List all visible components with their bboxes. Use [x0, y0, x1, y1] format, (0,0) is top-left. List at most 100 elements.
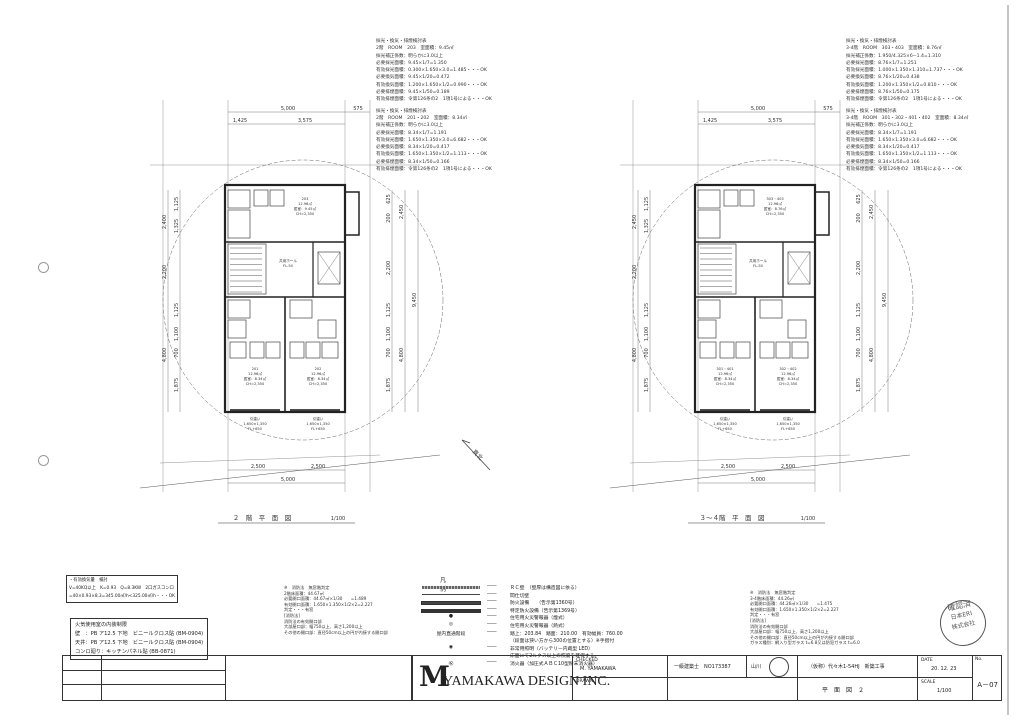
interior-restriction-box: 火気使用室の内装制限 壁 ：PB ア12.5 下地 ビニールクロス貼 (BM-0… — [70, 618, 209, 660]
dimension-label: 1,425 — [703, 118, 717, 124]
legend-text: 消火器（加圧式ＡＢＣ10型粉末消火器） — [510, 662, 598, 667]
fixture — [759, 299, 783, 319]
calc-line: 採光補正係数：明らかに3.0以上 — [376, 123, 444, 129]
plan-scale: 1/100 — [331, 516, 345, 522]
room-label: 12.96㎡ — [298, 201, 312, 206]
fixture — [321, 341, 339, 359]
fire-law-line: 3-4階床面積：44.26㎡ — [750, 595, 794, 601]
fixture — [289, 299, 313, 319]
room-label: 201 — [252, 367, 259, 371]
calc-line: 有効排煙面積：令第126条の2 1項1号による・・・OK — [846, 97, 962, 103]
room-label: 居室：8.34㎡ — [714, 376, 737, 381]
dimension-label: 2,500 — [251, 464, 265, 470]
room-label: 引違い — [313, 416, 324, 421]
room-label: 1,650×1,350 — [306, 422, 330, 426]
shaft — [317, 251, 341, 285]
dimension-label: 2,450 — [632, 215, 638, 229]
north-arrow: 真北 — [461, 439, 491, 471]
legend-text: 非常用照明（バッテリー内蔵型 LED） — [510, 646, 593, 652]
plan-scale: 1/100 — [801, 516, 815, 522]
legend-symbol: 屋内直通階段 — [436, 631, 466, 637]
room-label: FL-50 — [283, 264, 294, 268]
legend-dash: ―― — [487, 599, 497, 605]
dimension-label: 1,875 — [174, 378, 180, 392]
legend-item: （段面は狭い方から300の位置とする）※手摺付 — [420, 637, 700, 645]
room-label: 共用ホール — [279, 258, 297, 263]
dimension-label: 3,575 — [298, 118, 312, 124]
dimension-label: 700 — [644, 348, 650, 358]
dimension-label: 1,125 — [856, 303, 862, 317]
binder-hole — [38, 455, 49, 466]
legend-text: 特定防火設備（告示第1369号） — [510, 608, 580, 614]
fixture — [697, 299, 721, 319]
legend-text: 住宅用火災警報器（煙式） — [510, 616, 568, 622]
calc-line: 有効排煙面積：令第126条の2 1項1号による・・・OK — [846, 167, 962, 173]
room-label: 12.96㎡ — [768, 201, 782, 206]
room-label: 303・403 — [766, 197, 783, 201]
room-label: 居室：9.45㎡ — [294, 206, 317, 211]
calc-line: 必要採光面積：8.34×1/7=1.191 — [846, 130, 917, 136]
calc-line: 必要排煙面積：8.34×1/50=0.166 — [846, 159, 920, 165]
dimension-label: 200 — [386, 213, 392, 223]
project-name: （仮称）代々木1-54HJ 新築工事 — [808, 664, 885, 670]
fire-law-line: 有効開口面積：1.650×1.350×1/2×2=2.227 — [284, 601, 373, 607]
restriction-line: 壁 ：PB ア12.5 下地 ビニールクロス貼 (BM-0904) — [75, 631, 204, 637]
line — [609, 454, 911, 489]
dimension-label: 700 — [386, 348, 392, 358]
dimension-label: 625 — [386, 194, 392, 204]
dimension-label: 1,875 — [644, 378, 650, 392]
room-label: CH=2,350 — [779, 382, 798, 386]
room-label: 居室：8.34㎡ — [777, 376, 800, 381]
dimension-label: 575 — [353, 106, 363, 112]
room-label: 301・401 — [716, 367, 733, 371]
dimension-label: 9,450 — [882, 293, 888, 307]
fire-law-line: 判定・・・有窓 — [284, 607, 314, 613]
fire-law-line: 必要開口面積：44.26㎡×1/30 =1.475 — [750, 601, 833, 607]
ventilation-line: V=40KQ以上 K=0.93 Q=8.3KW 2口ガスコンロ — [69, 586, 174, 591]
calc-line: 有効採光面積：1.650×1.350×3.0=6.682・・・OK — [846, 137, 957, 143]
dimension-label: 3,575 — [768, 118, 782, 124]
dimension-label: 2,450 — [869, 205, 875, 219]
legend-symbol: ◎ — [448, 622, 454, 627]
dimension-label: 625 — [856, 194, 862, 204]
restriction-line: 天井：PB ア12.5 下地 ビニールクロス貼 (BM-0904) — [75, 640, 204, 646]
room-label: 引違い — [250, 416, 261, 421]
legend-item: ◎――住宅用火災警報器（熱式） — [420, 622, 700, 630]
legend-item: ㊗――消火器（加圧式ＡＢＣ10型粉末消火器） — [420, 660, 700, 668]
room-label: 居室：8.34㎡ — [307, 376, 330, 381]
sheet-title: 平 面 図 ２ — [822, 687, 865, 694]
dimension-label: 1,125 — [386, 303, 392, 317]
stair — [697, 243, 737, 295]
fixture — [289, 341, 305, 359]
calc-line: 必要排煙面積：8.34×1/50=0.166 — [376, 159, 450, 165]
shaft — [787, 251, 811, 285]
revision-table — [62, 655, 412, 701]
dimension-label: 1,125 — [174, 197, 180, 211]
fixture — [759, 341, 775, 359]
legend-dash: ―― — [487, 644, 497, 650]
fire-law-line: ※ 消防法 無窓階判定 — [750, 590, 796, 595]
binder-hole — [38, 262, 49, 273]
dimension-label: 700 — [174, 348, 180, 358]
legend-text: 床面にて2ルクス以上の照度を確保する。 — [510, 654, 600, 660]
fire-law-line: その他の開口部：直径50cm以上の円が内接する開口部 — [284, 629, 388, 635]
plan-title: ３～４階 平 面 図 — [700, 513, 765, 522]
room-label: FL+650 — [781, 427, 796, 431]
calc-line: 有効採光面積：0.300×1.650×3.0=1.485・・・OK — [376, 68, 487, 74]
legend-dash: ―― — [487, 614, 497, 620]
room-label: CH=2,350 — [246, 382, 265, 386]
calc-line: 採光補正係数：明らかに3.0以上 — [376, 53, 444, 59]
line — [317, 251, 341, 285]
fire-law-line: 2階床面積：44.67㎡ — [284, 590, 324, 596]
legend-symbol — [420, 584, 482, 589]
fixture — [735, 341, 751, 359]
legend-item: ――特定防火設備（告示第1369号） — [420, 607, 700, 615]
calc-line: 必要排煙面積：8.76×1/50=0.175 — [846, 90, 920, 96]
dimension-label: 4,800 — [162, 348, 168, 362]
room-label: CH=2,350 — [309, 382, 328, 386]
dimension-label: 1,325 — [644, 219, 650, 233]
fixture — [699, 341, 717, 359]
line — [159, 454, 381, 464]
legend-symbol — [420, 592, 482, 595]
